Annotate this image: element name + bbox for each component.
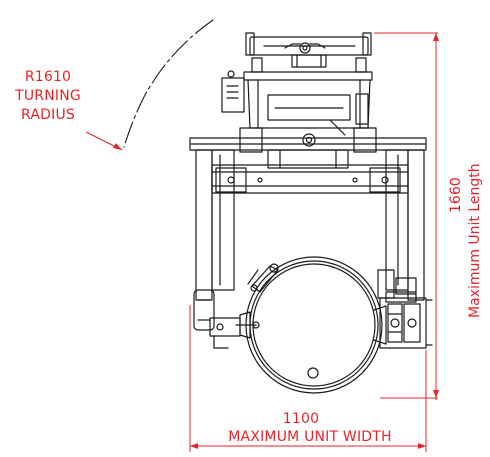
turning-radius-label-line1: TURNING xyxy=(15,88,81,104)
width-dimension-label: MAXIMUM UNIT WIDTH xyxy=(228,429,392,445)
turning-radius-arc xyxy=(123,19,214,148)
width-arrowhead-right xyxy=(418,443,426,449)
turning-radius-annotation: R1610 TURNING RADIUS xyxy=(6,68,90,125)
dimension-arrowheads xyxy=(113,33,439,449)
drum xyxy=(235,256,387,394)
turning-radius-arrowhead xyxy=(113,143,122,150)
upper-housing xyxy=(221,70,373,147)
main-frame xyxy=(189,127,427,301)
left-leg-wheel xyxy=(193,289,241,349)
width-dimension-value: 1100 xyxy=(282,411,320,427)
length-dimension-value: 1660 xyxy=(448,177,464,213)
turning-radius-label-line2: RADIUS xyxy=(21,107,75,123)
length-dimension-label: Maximum Unit Length xyxy=(467,163,483,318)
right-drive-unit xyxy=(377,269,433,349)
clamp-lever xyxy=(247,263,279,293)
turning-radius-value: R1610 xyxy=(24,69,72,85)
length-arrowhead-bottom xyxy=(433,390,439,398)
width-arrowhead-left xyxy=(190,443,198,449)
top-handle-assembly xyxy=(245,32,372,73)
length-arrowhead-top xyxy=(433,33,439,41)
dimension-lines xyxy=(85,32,438,452)
